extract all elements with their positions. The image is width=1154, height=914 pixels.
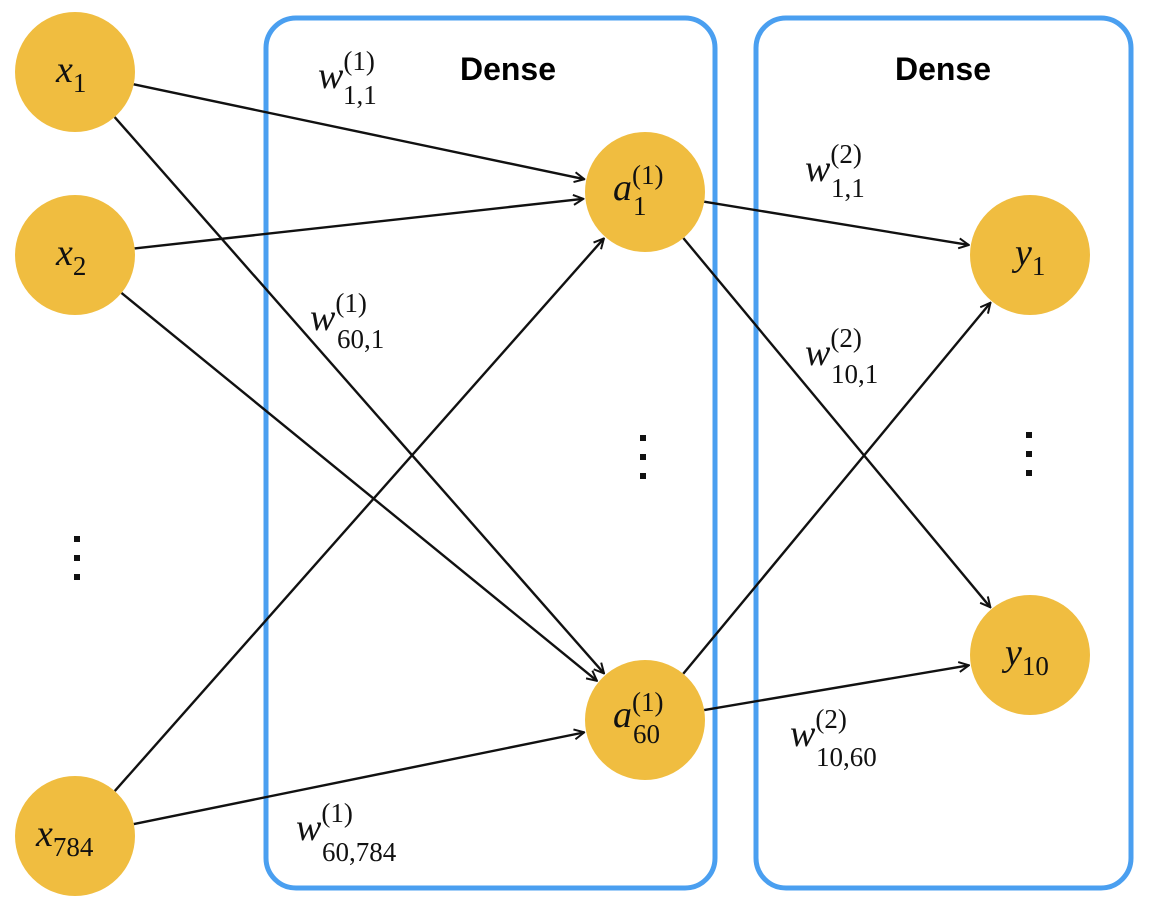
dense-layer-2-box	[753, 15, 1134, 891]
dense-layer-2-title: Dense	[895, 51, 991, 87]
label-x1: x1	[55, 49, 86, 98]
dense-layer-1-title: Dense	[460, 51, 556, 87]
weight-w1-1-1-sub: 1,1	[343, 80, 377, 110]
label-a1: a(1)	[613, 160, 663, 209]
hidden-node-a1	[585, 132, 705, 252]
weight-w2-10-1-sub: 10,1	[831, 359, 878, 389]
weight-w1-60-1: w(1)	[310, 288, 367, 339]
weight-w2-10-60-sub: 10,60	[816, 742, 877, 772]
weight-w1-1-1: w(1)	[318, 46, 375, 97]
edge-x784-a1	[113, 238, 604, 792]
weight-w2-10-60: w(2)	[790, 704, 847, 755]
label-x2: x2	[55, 232, 86, 281]
hidden-node-a60	[585, 660, 705, 780]
output-node-y1	[970, 195, 1090, 315]
weight-w2-10-1: w(2)	[805, 323, 862, 374]
label-a60: a(1)	[613, 687, 663, 736]
output-ellipsis	[1026, 432, 1032, 476]
input-ellipsis	[74, 536, 80, 580]
label-y1: y1	[1011, 232, 1045, 281]
dense-layer-1-box	[263, 15, 718, 891]
input-node-x784	[15, 776, 135, 896]
label-a60-sub: 60	[633, 719, 660, 749]
input-node-x1	[15, 12, 135, 132]
edge-a1-y1	[704, 200, 969, 245]
edges	[113, 83, 991, 826]
edge-x784-a60	[133, 732, 584, 826]
label-y10: y10	[1001, 632, 1049, 681]
edge-a60-y1	[682, 303, 990, 675]
edge-x2-a60	[120, 291, 596, 681]
edge-a60-y10	[703, 665, 969, 712]
weight-w1-60-784: w(1)	[296, 798, 353, 849]
nodes	[15, 12, 1090, 896]
hidden-ellipsis	[640, 435, 646, 479]
edge-a1-y10	[682, 237, 990, 607]
weight-w1-60-1-sub: 60,1	[337, 324, 384, 354]
edge-x1-a1	[133, 83, 585, 179]
output-node-y10	[970, 595, 1090, 715]
weight-w2-1-1-sub: 1,1	[831, 173, 865, 203]
input-node-x2	[15, 195, 135, 315]
edge-x2-a1	[134, 199, 584, 250]
label-x784: x784	[35, 813, 94, 862]
weight-w1-60-784-sub: 60,784	[322, 837, 397, 867]
weight-w2-1-1: w(2)	[805, 139, 862, 190]
label-a1-sub: 1	[633, 191, 647, 221]
edge-x1-a60	[113, 116, 604, 673]
